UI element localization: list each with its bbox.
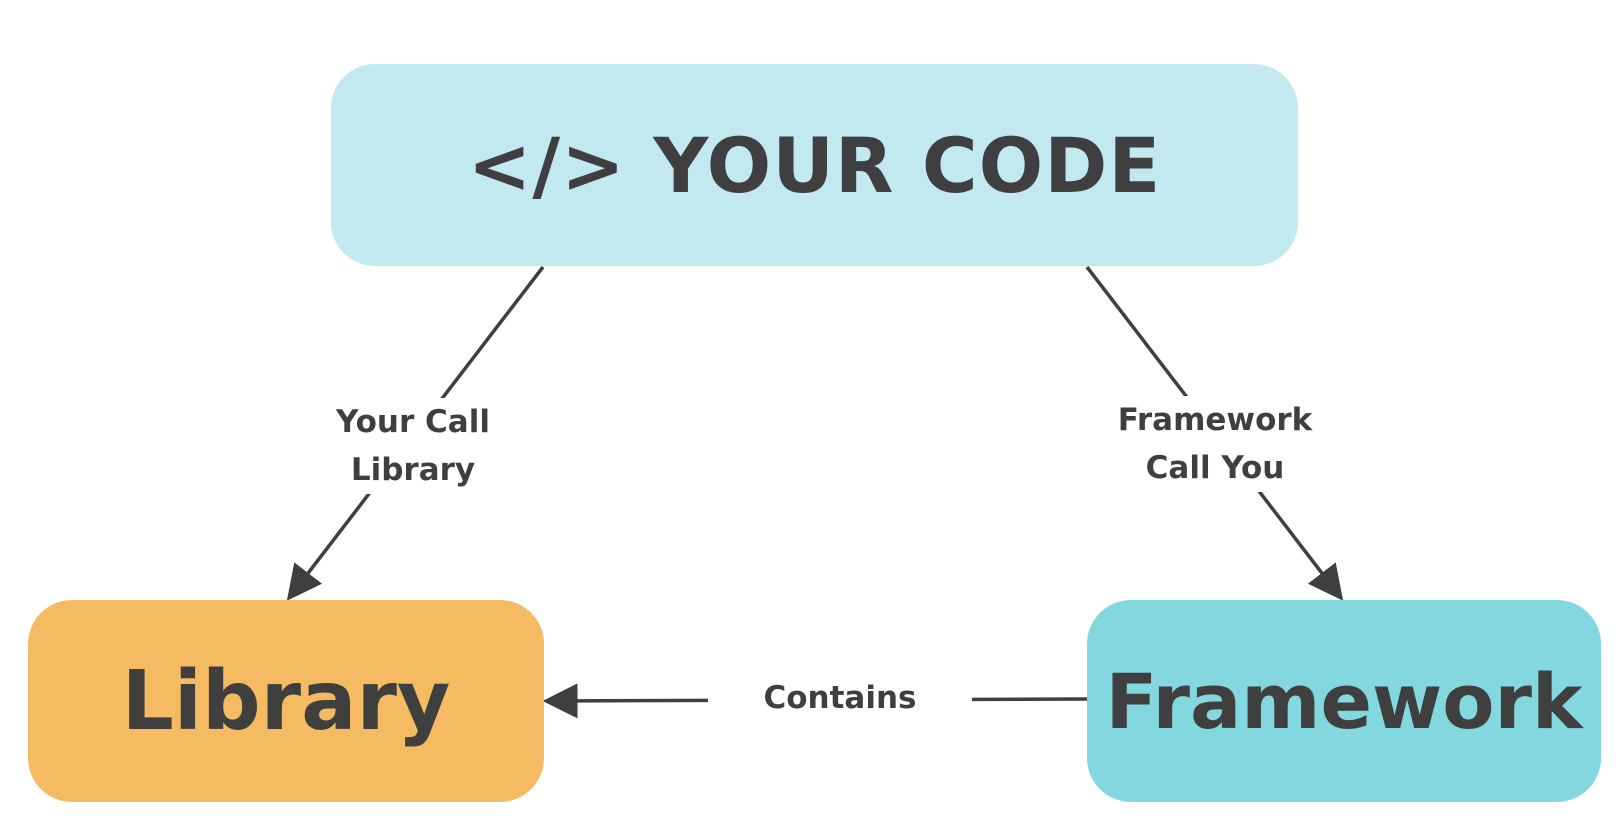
framework-label: Framework bbox=[1105, 656, 1583, 746]
edge-label-your-call-library: Your Call Library bbox=[322, 398, 504, 494]
your-code-node: </> YOUR CODE bbox=[331, 64, 1298, 266]
edge-label-framework-call-you: Framework Call You bbox=[1104, 396, 1326, 492]
edge-label-line: Framework bbox=[1117, 402, 1313, 438]
edge-label-contains: Contains bbox=[708, 674, 972, 722]
edge-label-line: Your Call bbox=[336, 404, 490, 440]
your-code-label: </> YOUR CODE bbox=[467, 120, 1162, 210]
library-node: Library bbox=[28, 600, 544, 802]
edge-label-line: Contains bbox=[763, 680, 917, 716]
edge-label-line: Call You bbox=[1145, 450, 1285, 486]
library-label: Library bbox=[121, 653, 451, 749]
framework-node: Framework bbox=[1087, 600, 1601, 802]
edge-label-line: Library bbox=[350, 452, 476, 488]
